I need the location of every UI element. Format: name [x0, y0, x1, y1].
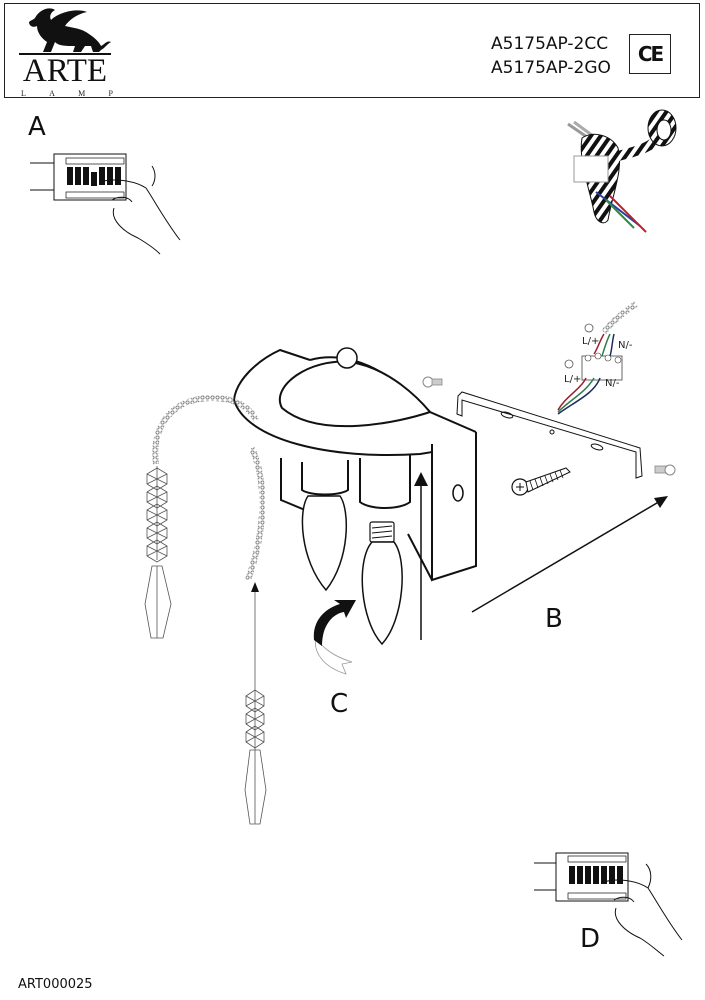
breaker-panel-icon-a [30, 153, 181, 255]
earth-ground-icon [584, 323, 594, 333]
wood-screw-icon [511, 467, 571, 496]
crystal-pendant-icon [144, 466, 172, 639]
screw-icon [422, 376, 443, 388]
brand-subtitle-letter: P [108, 89, 113, 98]
direction-arrow-chain [251, 582, 259, 690]
label-line-upper: L/+ [582, 336, 599, 347]
label-line-lower: L/+ [564, 374, 581, 385]
winged-lion-logo-icon [19, 8, 111, 55]
step-label-a: A [28, 112, 46, 142]
model-numbers: A5175AP-2CC A5175AP-2GO [491, 32, 611, 80]
terminal-block-icon: L/+ N/- L/+ N/- [557, 301, 638, 415]
step-label-b: B [545, 604, 563, 634]
light-bulb-icon [361, 521, 403, 646]
light-bulb-icon [301, 495, 348, 592]
model-number: A5175AP-2GO [491, 58, 611, 78]
crystal-pendant-icon [244, 689, 267, 825]
label-neutral-lower: N/- [605, 378, 620, 389]
hand-icon [99, 179, 181, 255]
brand-subtitle-letter: L [21, 89, 26, 98]
brand-subtitle: L A M P [21, 90, 113, 98]
direction-arrow-up [414, 472, 428, 640]
brand-subtitle-letter: A [49, 89, 55, 98]
direction-arrow-b [471, 496, 668, 613]
wall-lamp-fixture [233, 347, 477, 586]
label-neutral-upper: N/- [618, 340, 633, 351]
ce-mark-icon: CE [629, 34, 671, 74]
brand-subtitle-letter: M [78, 89, 86, 98]
step-label-d: D [580, 924, 601, 954]
breaker-panel-icon-d [534, 852, 683, 957]
brand-name: ARTE [22, 53, 108, 89]
step-label-c: C [330, 689, 349, 719]
document-code: ART000025 [18, 977, 93, 992]
mounting-bracket-icon [456, 391, 643, 479]
model-number: A5175AP-2CC [491, 34, 609, 54]
rotate-arrow-icon [313, 600, 356, 675]
electrical-tape-icon [567, 109, 677, 233]
document-header: ARTE L A M P A5175AP-2CC A5175AP-2GO CE [4, 3, 700, 98]
chain-icon [152, 395, 259, 465]
brand-logo: ARTE L A M P [15, 6, 115, 98]
breaker-switches [65, 157, 125, 199]
chain-icon [245, 446, 266, 581]
screw-icon [654, 464, 676, 476]
earth-ground-icon [564, 359, 574, 369]
